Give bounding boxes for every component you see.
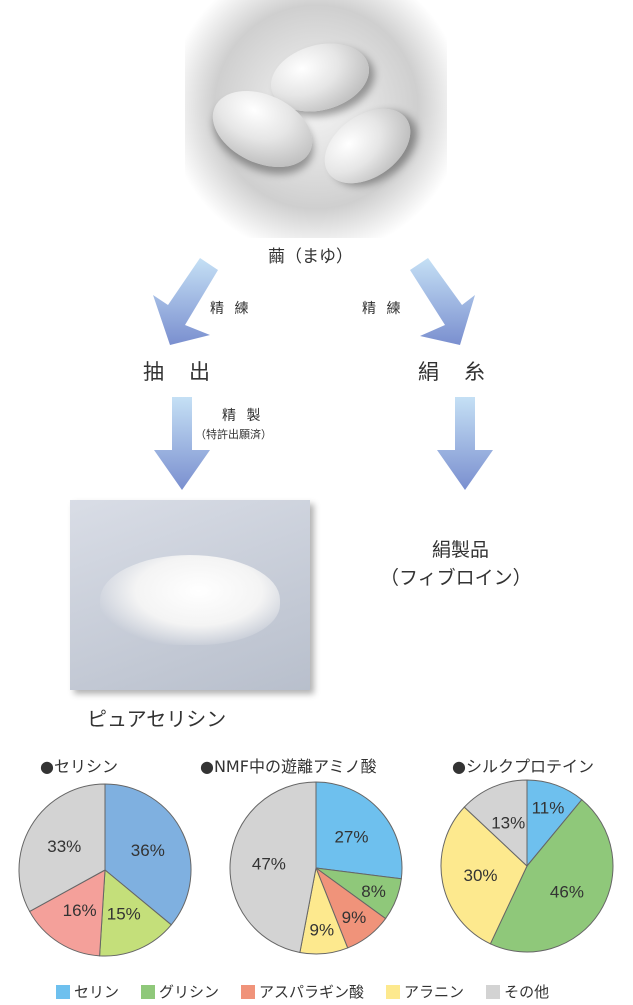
pie-data-label: 30% (464, 866, 498, 885)
silk-thread-label: 絹 糸 (418, 360, 487, 384)
legend-item-other: その他 (486, 981, 549, 1002)
refine-label: 精 製 (222, 408, 264, 424)
extraction-label: 抽 出 (143, 360, 212, 384)
pie-title-sericin: ●セリシン (40, 757, 118, 776)
arrow-down-icon (154, 397, 210, 490)
pie-data-label: 15% (107, 904, 141, 923)
arrow-down-icon (437, 397, 493, 490)
legend-label: グリシン (159, 983, 220, 1001)
fibroin-label: （フィブロイン） (380, 567, 532, 589)
pie-charts: 36% 15% 16% 33% 27% 8% 9% 9% 47% 11% 46% 30% 13% (18, 779, 614, 957)
pie-data-label: 11% (532, 799, 565, 818)
pie-title-nmf: ●NMF中の遊離アミノ酸 (200, 757, 377, 776)
left-process-label: 精 練 (210, 301, 252, 317)
legend-item-glycine: グリシン (141, 981, 219, 1002)
process-arrows (153, 258, 493, 490)
legend-label: セリン (74, 983, 120, 1001)
legend-item-asparagine: アスパラギン酸 (241, 981, 364, 1002)
pie-data-label: 46% (550, 882, 584, 901)
legend-item-serine: セリン (56, 981, 119, 1002)
pie-data-label: 8% (361, 882, 386, 901)
pure-sericin-label: ピュアセリシン (87, 707, 227, 731)
pie-data-label: 9% (310, 921, 335, 940)
powder-photo (70, 500, 310, 690)
pie-slice (104, 783, 192, 926)
pie-data-label: 36% (131, 841, 165, 860)
legend: セリン グリシン アスパラギン酸 アラニン その他 (56, 981, 549, 1002)
pie-slice (229, 781, 317, 954)
pie-chart-0: 36% 15% 16% 33% (18, 783, 192, 957)
legend-label: アラニン (404, 983, 465, 1001)
pie-slice (99, 868, 172, 957)
pie-chart-1: 27% 8% 9% 9% 47% (229, 781, 403, 955)
cocoon-label: 繭（まゆ） (268, 247, 353, 267)
pie-data-label: 27% (334, 828, 368, 847)
right-process-label: 精 練 (362, 301, 404, 317)
pie-data-label: 9% (342, 908, 367, 927)
legend-item-alanine: アラニン (386, 981, 464, 1002)
sericin-powder-image (100, 555, 280, 645)
legend-swatch (241, 984, 256, 999)
pie-data-label: 47% (252, 855, 286, 874)
pie-slice (489, 799, 614, 953)
silk-product-label: 絹製品 (432, 539, 490, 561)
legend-swatch (386, 984, 401, 999)
legend-swatch (486, 984, 501, 999)
legend-label: その他 (504, 983, 550, 1001)
pie-title-silk-protein: ●シルクプロテイン (452, 757, 594, 776)
arrow-left-down-icon (153, 258, 218, 345)
pie-data-label: 13% (491, 814, 525, 833)
legend-swatch (56, 984, 70, 999)
pie-slice (28, 869, 106, 957)
pie-slice (315, 781, 403, 880)
legend-swatch (141, 984, 156, 999)
pie-chart-2: 11% 46% 30% 13% (440, 779, 614, 953)
patent-note: （特許出願済） (195, 428, 272, 441)
pie-slice (440, 806, 528, 945)
pie-slice (463, 779, 528, 868)
pie-slice (18, 783, 106, 913)
pie-data-label: 33% (47, 837, 81, 856)
pie-data-label: 16% (63, 901, 97, 920)
cocoon-photo (185, 0, 447, 238)
arrow-right-down-icon (410, 258, 475, 345)
legend-label: アスパラギン酸 (259, 983, 365, 1001)
